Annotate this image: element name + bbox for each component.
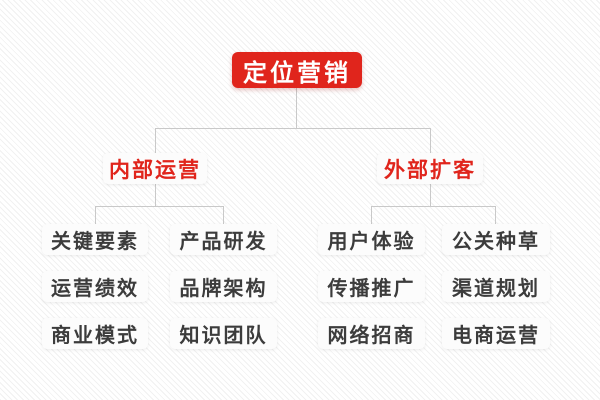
connector-branch1-spread [95,206,224,207]
leaf-node: 产品研发 [170,224,277,255]
leaf-node: 网络招商 [318,318,425,349]
branch-node-external-expansion: 外部扩客 [377,153,483,184]
connector-branch2-stem [430,184,431,206]
connector-branch2-drop [430,128,431,153]
root-node: 定位营销 [232,52,362,88]
connector-branch1-drop [155,128,156,153]
connector-branch2-col1-drop [371,206,372,224]
connector-root-stem [296,88,297,128]
connector-branch1-col2-drop [223,206,224,224]
leaf-node: 电商运营 [442,318,550,349]
leaf-node: 品牌架构 [170,271,277,302]
connector-branch2-col2-drop [495,206,496,224]
leaf-node: 关键要素 [42,224,148,255]
leaf-node: 商业模式 [42,318,148,349]
leaf-node: 用户体验 [318,224,425,255]
leaf-node: 公关种草 [442,224,550,255]
leaf-node: 运营绩效 [42,271,148,302]
connector-root-spread [155,128,431,129]
connector-branch2-spread [371,206,496,207]
leaf-node: 传播推广 [318,271,425,302]
connector-branch1-stem [155,184,156,206]
connector-branch1-col1-drop [95,206,96,224]
leaf-node: 知识团队 [170,318,277,349]
branch-node-internal-operations: 内部运营 [103,153,207,184]
leaf-node: 渠道规划 [442,271,550,302]
